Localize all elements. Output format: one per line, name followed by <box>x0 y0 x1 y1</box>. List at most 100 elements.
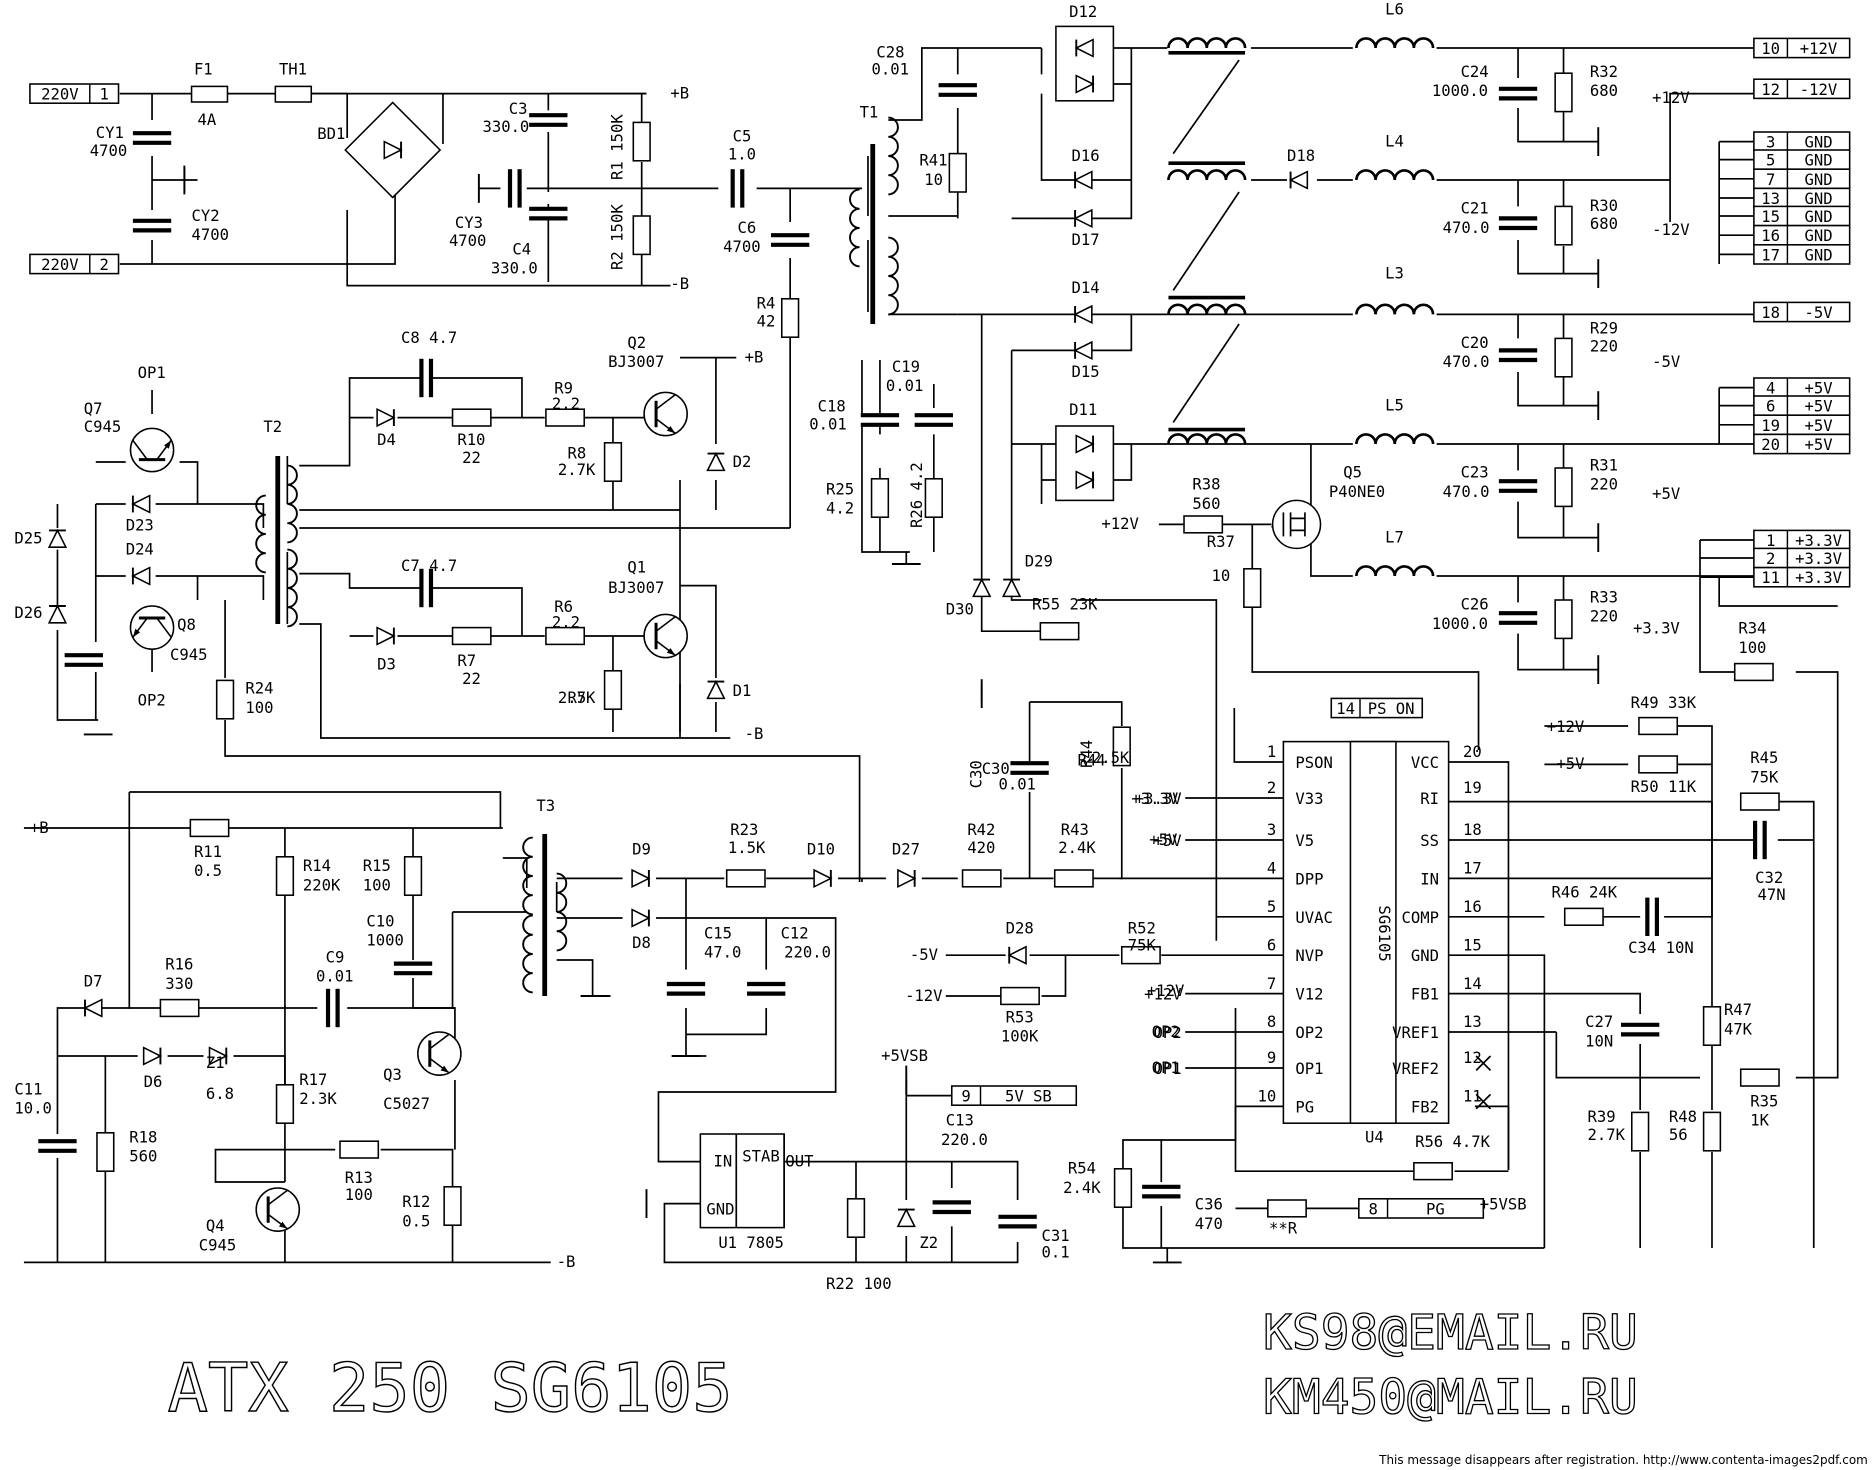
output-pin-9-label: -5V <box>1804 304 1832 322</box>
label-c8: C8 4.7 <box>401 329 457 347</box>
label-r11: R11 <box>194 843 222 861</box>
output-pin-10-pin: 4 <box>1766 380 1775 398</box>
pin-ri: RI <box>1420 790 1439 808</box>
net-label-14: +12V <box>1147 982 1184 1000</box>
label-c6: C6 <box>737 219 756 237</box>
label-cy3: CY3 <box>455 214 483 232</box>
label-l7: L7 <box>1385 528 1404 546</box>
label-c24v: 1000.0 <box>1432 82 1488 100</box>
pin-num: 16 <box>1463 898 1482 916</box>
net-label-6: -5V <box>1652 353 1680 371</box>
label-q8: Q8 <box>177 616 196 634</box>
label-r33v: 220 <box>1590 608 1618 626</box>
label-r39v: 2.7K <box>1587 1126 1625 1144</box>
transistors <box>128 390 1322 1233</box>
choke-zigzag <box>1172 59 1240 423</box>
output-pin-10-label: +5V <box>1804 380 1832 398</box>
connector-5vsb: 9 5V SB <box>950 1085 1078 1106</box>
label-r13v: 100 <box>345 1186 373 1204</box>
reg-stab: STAB <box>742 1148 779 1166</box>
output-pin-9-pin: 18 <box>1761 304 1780 322</box>
output-pin-7-pin: 16 <box>1761 227 1780 245</box>
label-c20: C20 <box>1461 334 1489 352</box>
label-c15v: 47.0 <box>704 944 741 962</box>
label-rot: C30 <box>968 760 986 788</box>
label-r10: R10 <box>457 431 485 449</box>
label-r42v: 420 <box>967 839 995 857</box>
output-pin-14-label: +3.3V <box>1795 532 1842 550</box>
pin-v33: V33 <box>1295 790 1323 808</box>
label-t3: T3 <box>536 797 555 815</box>
label-r41v: 10 <box>924 171 943 189</box>
net-label-20: +5VSB <box>1480 1196 1527 1214</box>
label-c6v: 4700 <box>723 238 760 256</box>
label-r17: R17 <box>299 1071 327 1089</box>
label-r37v: 10 <box>1212 567 1231 585</box>
diodes <box>48 25 1309 1228</box>
label-r24: R24 <box>245 680 273 698</box>
label-c10v: 1000 <box>366 932 403 950</box>
label-r16: R16 <box>165 956 193 974</box>
label-rot: R26 4.2 <box>908 462 926 528</box>
label-d1: D1 <box>733 682 752 700</box>
output-pin-1-pin: 12 <box>1761 81 1780 99</box>
output-pin-8-label: GND <box>1804 246 1832 264</box>
pin-ss: SS <box>1420 832 1439 850</box>
output-pin-11-label: +5V <box>1804 398 1832 416</box>
label-r5v: 2.7K <box>558 689 596 707</box>
pin-num: 7 <box>1267 975 1276 993</box>
label-r31v: 220 <box>1590 476 1618 494</box>
label-r15v: 100 <box>363 876 391 894</box>
output-pin-10: 4 +5V <box>1753 377 1851 398</box>
label-r6: R6 <box>554 598 573 616</box>
label-r48: R48 <box>1669 1108 1697 1126</box>
label-r43v: 2.4K <box>1058 839 1096 857</box>
label-r4v: 42 <box>757 312 776 330</box>
label-r11v: 0.5 <box>194 862 222 880</box>
label-d29: D29 <box>1025 552 1053 570</box>
label-c27v: 10N <box>1585 1032 1613 1050</box>
label-r45v: 75K <box>1750 768 1779 786</box>
pin-comp: COMP <box>1402 909 1439 927</box>
net-label-17: -5V <box>910 946 938 964</box>
label-d12: D12 <box>1069 3 1097 21</box>
label-d25: D25 <box>14 530 42 548</box>
label-d26: D26 <box>14 604 42 622</box>
label-cy2: CY2 <box>192 207 220 225</box>
pin-pson: PSON <box>1295 754 1332 772</box>
label-r23: R23 <box>730 821 758 839</box>
label-q8v: C945 <box>170 646 207 664</box>
connector-s-pin: 1 <box>99 86 108 104</box>
output-pin-11: 6+5V <box>1753 395 1851 416</box>
label-c7: C7 4.7 <box>401 557 457 575</box>
output-pin-12-pin: 19 <box>1761 417 1780 435</box>
label-q2: Q2 <box>627 334 646 352</box>
output-pin-15-pin: 2 <box>1766 550 1775 568</box>
label-d18: D18 <box>1287 147 1315 165</box>
output-pin-14-pin: 1 <box>1766 532 1775 550</box>
label-q7: Q7 <box>84 400 103 418</box>
label-r16v: 330 <box>165 975 193 993</box>
label-t2: T2 <box>263 418 282 436</box>
label-f1v: 4A <box>198 111 217 129</box>
label-d2: D2 <box>733 453 752 471</box>
output-pin-5-pin: 13 <box>1761 190 1780 208</box>
pin-num: 19 <box>1463 779 1482 797</box>
label-c19: C19 <box>892 358 920 376</box>
pin-num: 2 <box>1267 779 1276 797</box>
connector-5vsb-pin: 9 <box>961 1088 970 1106</box>
output-pin-13-pin: 20 <box>1761 436 1780 454</box>
label-c36v: 470 <box>1195 1215 1223 1233</box>
output-pin-15-label: +3.3V <box>1795 550 1842 568</box>
label-r7: R7 <box>457 652 476 670</box>
reg-in: IN <box>714 1152 733 1170</box>
label-r33: R33 <box>1590 588 1618 606</box>
connector-5vsb-label: 5V SB <box>1005 1088 1052 1106</box>
net-label-2: +B <box>745 348 764 366</box>
label-c18: C18 <box>818 398 846 416</box>
label-q5: Q5 <box>1343 464 1362 482</box>
pin-num: 6 <box>1267 936 1276 954</box>
